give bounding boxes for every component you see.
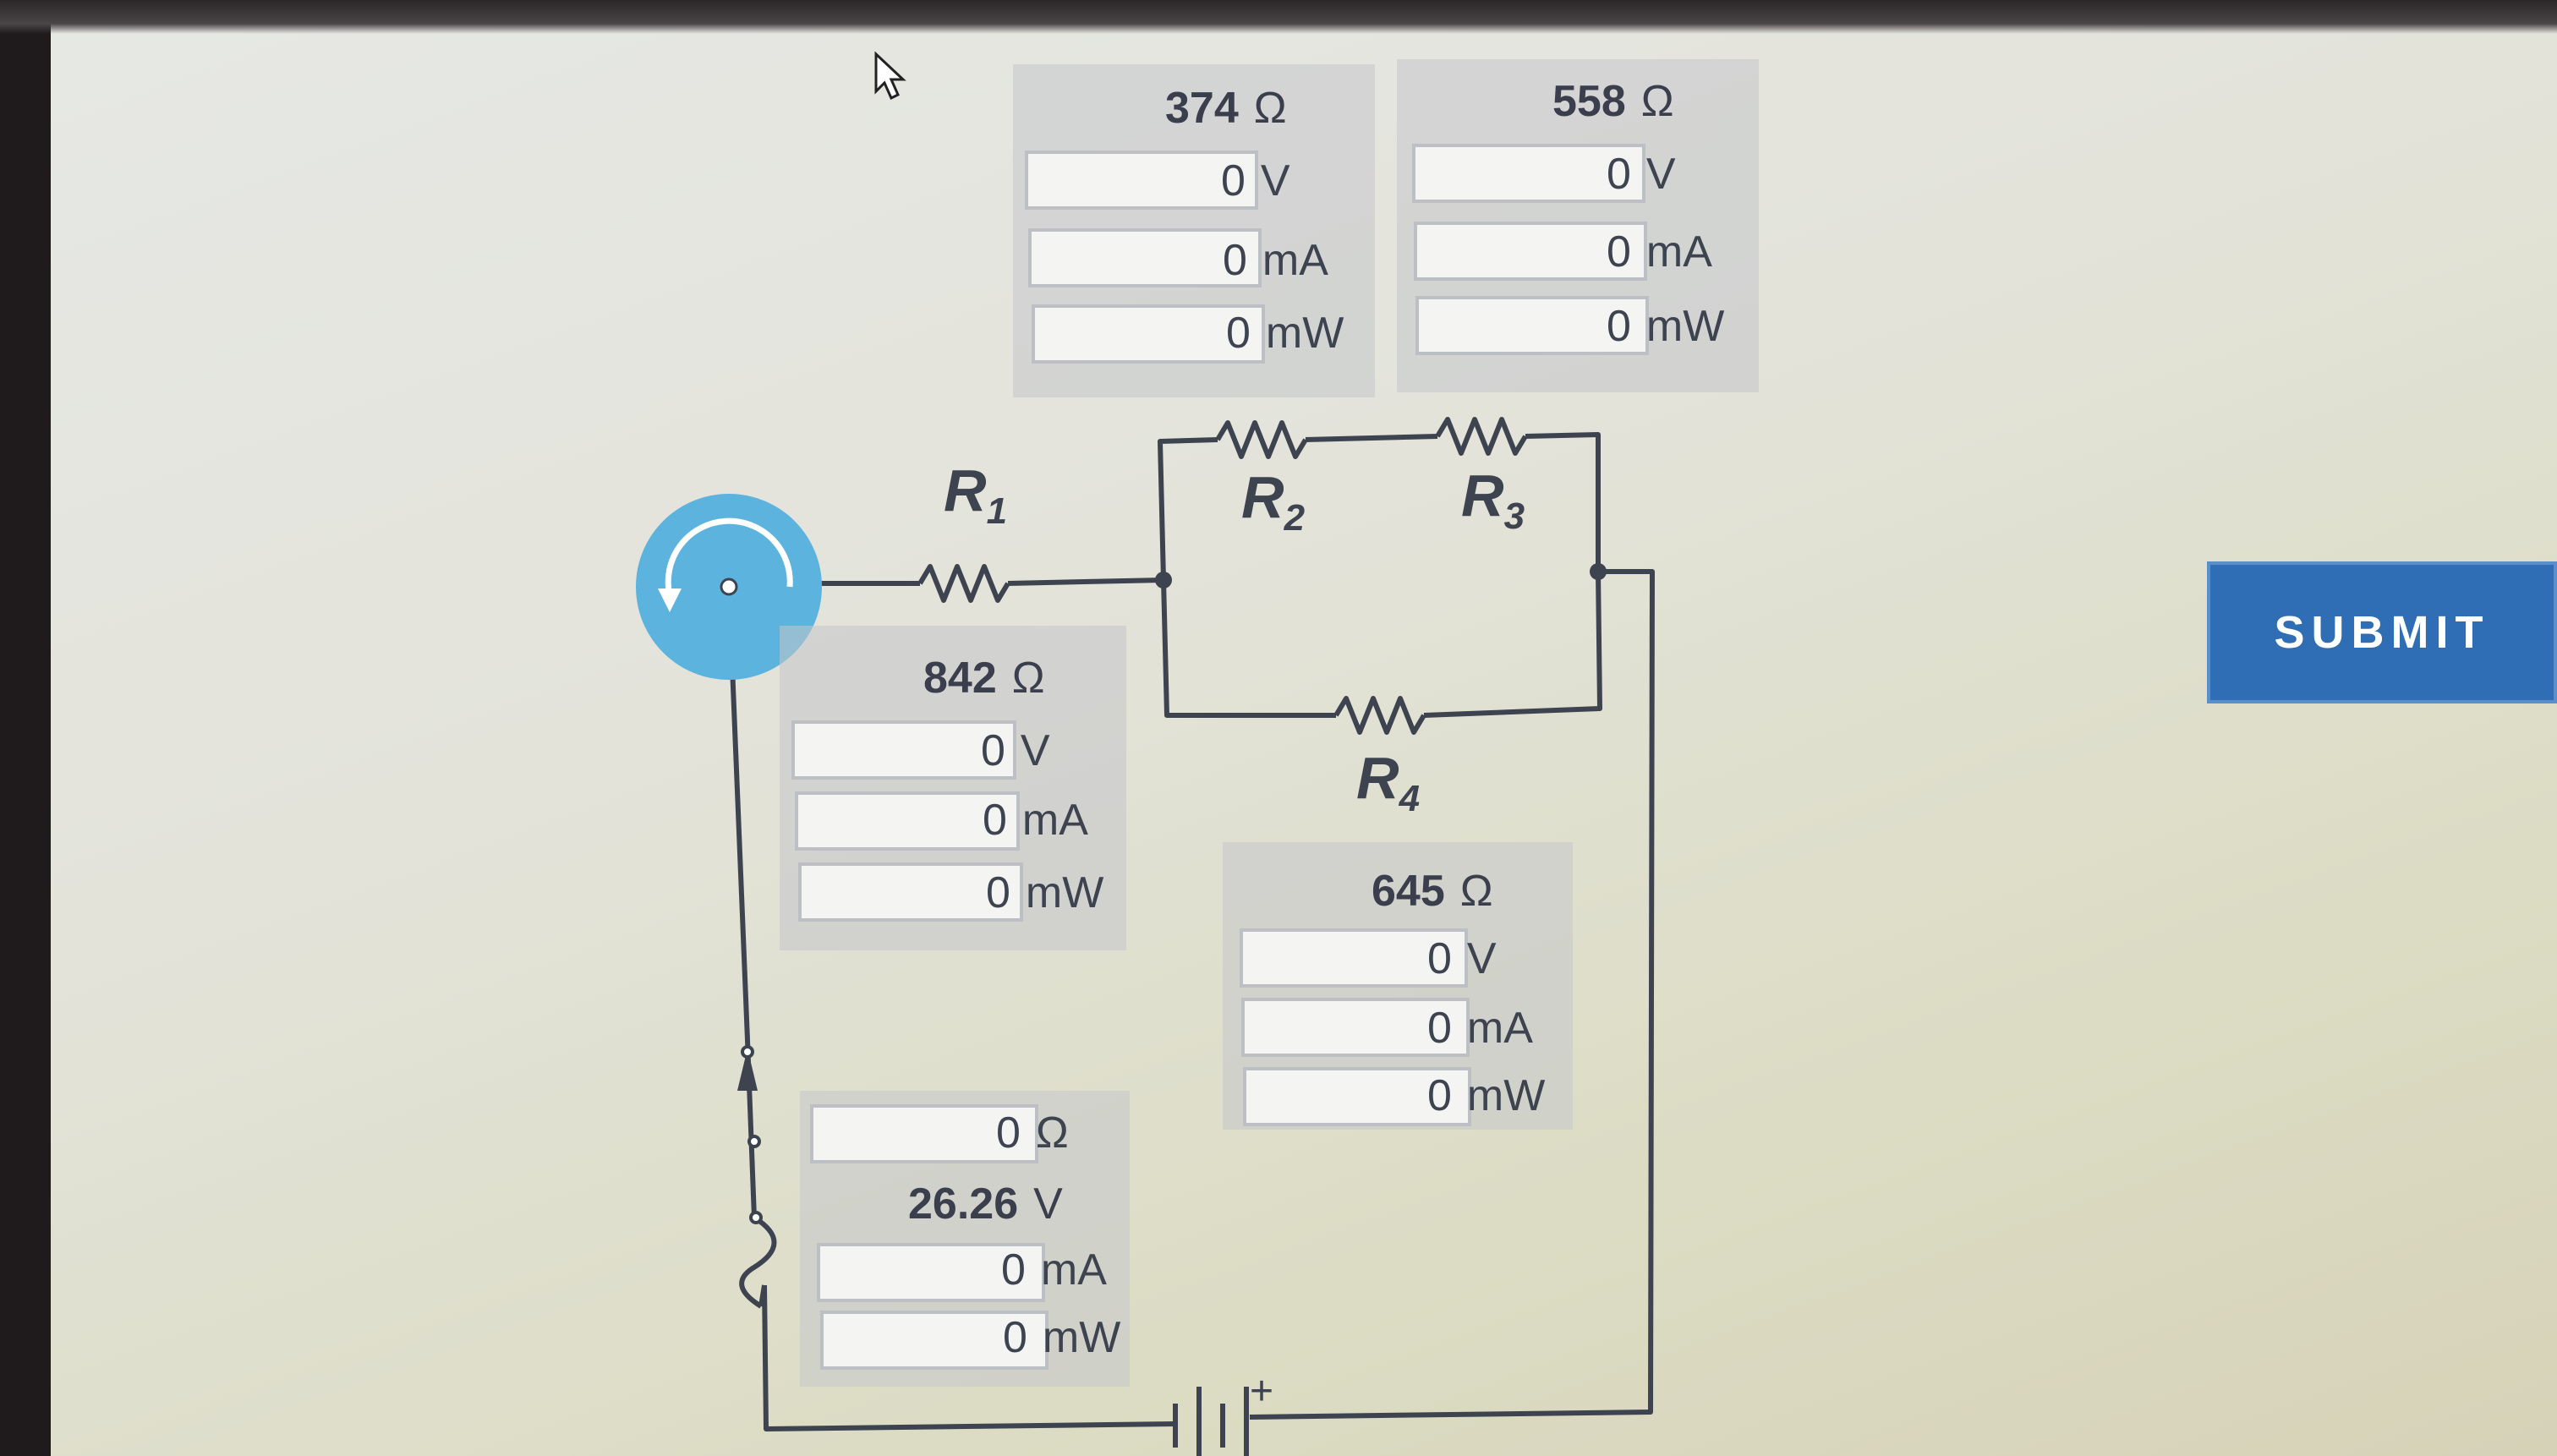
label-r4: R4: [1356, 745, 1421, 819]
junction-left: [1155, 572, 1172, 588]
switch-symbol: [739, 1215, 777, 1309]
r1-current-field[interactable]: [795, 791, 1020, 851]
wire-return-right: [1249, 569, 1655, 1420]
rotate-icon: [658, 517, 793, 612]
r2-current-field[interactable]: [1028, 228, 1262, 287]
battery-plus-sign: +: [1250, 1369, 1274, 1414]
r1-power-field[interactable]: [798, 862, 1023, 922]
source-resistance-field[interactable]: [810, 1104, 1038, 1163]
r4-power-field[interactable]: [1243, 1067, 1471, 1126]
resistor-r4-symbol: [1333, 696, 1426, 735]
wire-left-lower: [758, 1284, 767, 1307]
source-current-field[interactable]: [817, 1243, 1045, 1302]
wire-top-branch-left: [1158, 437, 1218, 581]
wire-bottom-branch-left: [1161, 579, 1336, 718]
terminal-1: [741, 1045, 754, 1059]
screen-bezel: [0, 0, 2557, 34]
junction-right: [1590, 563, 1607, 580]
wire-left-vertical: [726, 583, 757, 1218]
r3-power-field[interactable]: [1415, 296, 1649, 355]
r3-voltage-field[interactable]: [1412, 144, 1645, 203]
wire-top-mid: [1305, 434, 1438, 442]
resistor-r2-symbol: [1215, 420, 1308, 459]
r2-voltage-field[interactable]: [1025, 151, 1258, 210]
label-r3: R3: [1461, 463, 1525, 537]
mouse-pointer-icon: [874, 51, 906, 101]
wire-r1-to-node: [1007, 577, 1164, 586]
wire-return-bottom: [762, 1284, 1176, 1431]
wire-top-branch-right: [1525, 432, 1601, 572]
r1-voltage-field[interactable]: [791, 720, 1016, 780]
current-arrow: [737, 1048, 758, 1091]
r4-current-field[interactable]: [1241, 998, 1470, 1057]
wire-bottom-branch-right: [1423, 571, 1602, 718]
terminal-2: [747, 1135, 761, 1148]
resistor-r3-symbol: [1435, 417, 1528, 456]
resistor-r1-symbol: [917, 564, 1010, 603]
terminal-3: [749, 1211, 763, 1224]
submit-button[interactable]: SUBMIT: [2207, 561, 2557, 703]
label-r2: R2: [1241, 464, 1306, 539]
source-power-field[interactable]: [820, 1311, 1049, 1370]
r3-current-field[interactable]: [1414, 222, 1647, 281]
r4-voltage-field[interactable]: [1240, 928, 1468, 988]
r2-power-field[interactable]: [1032, 304, 1265, 364]
label-r1: R1: [944, 457, 1008, 532]
